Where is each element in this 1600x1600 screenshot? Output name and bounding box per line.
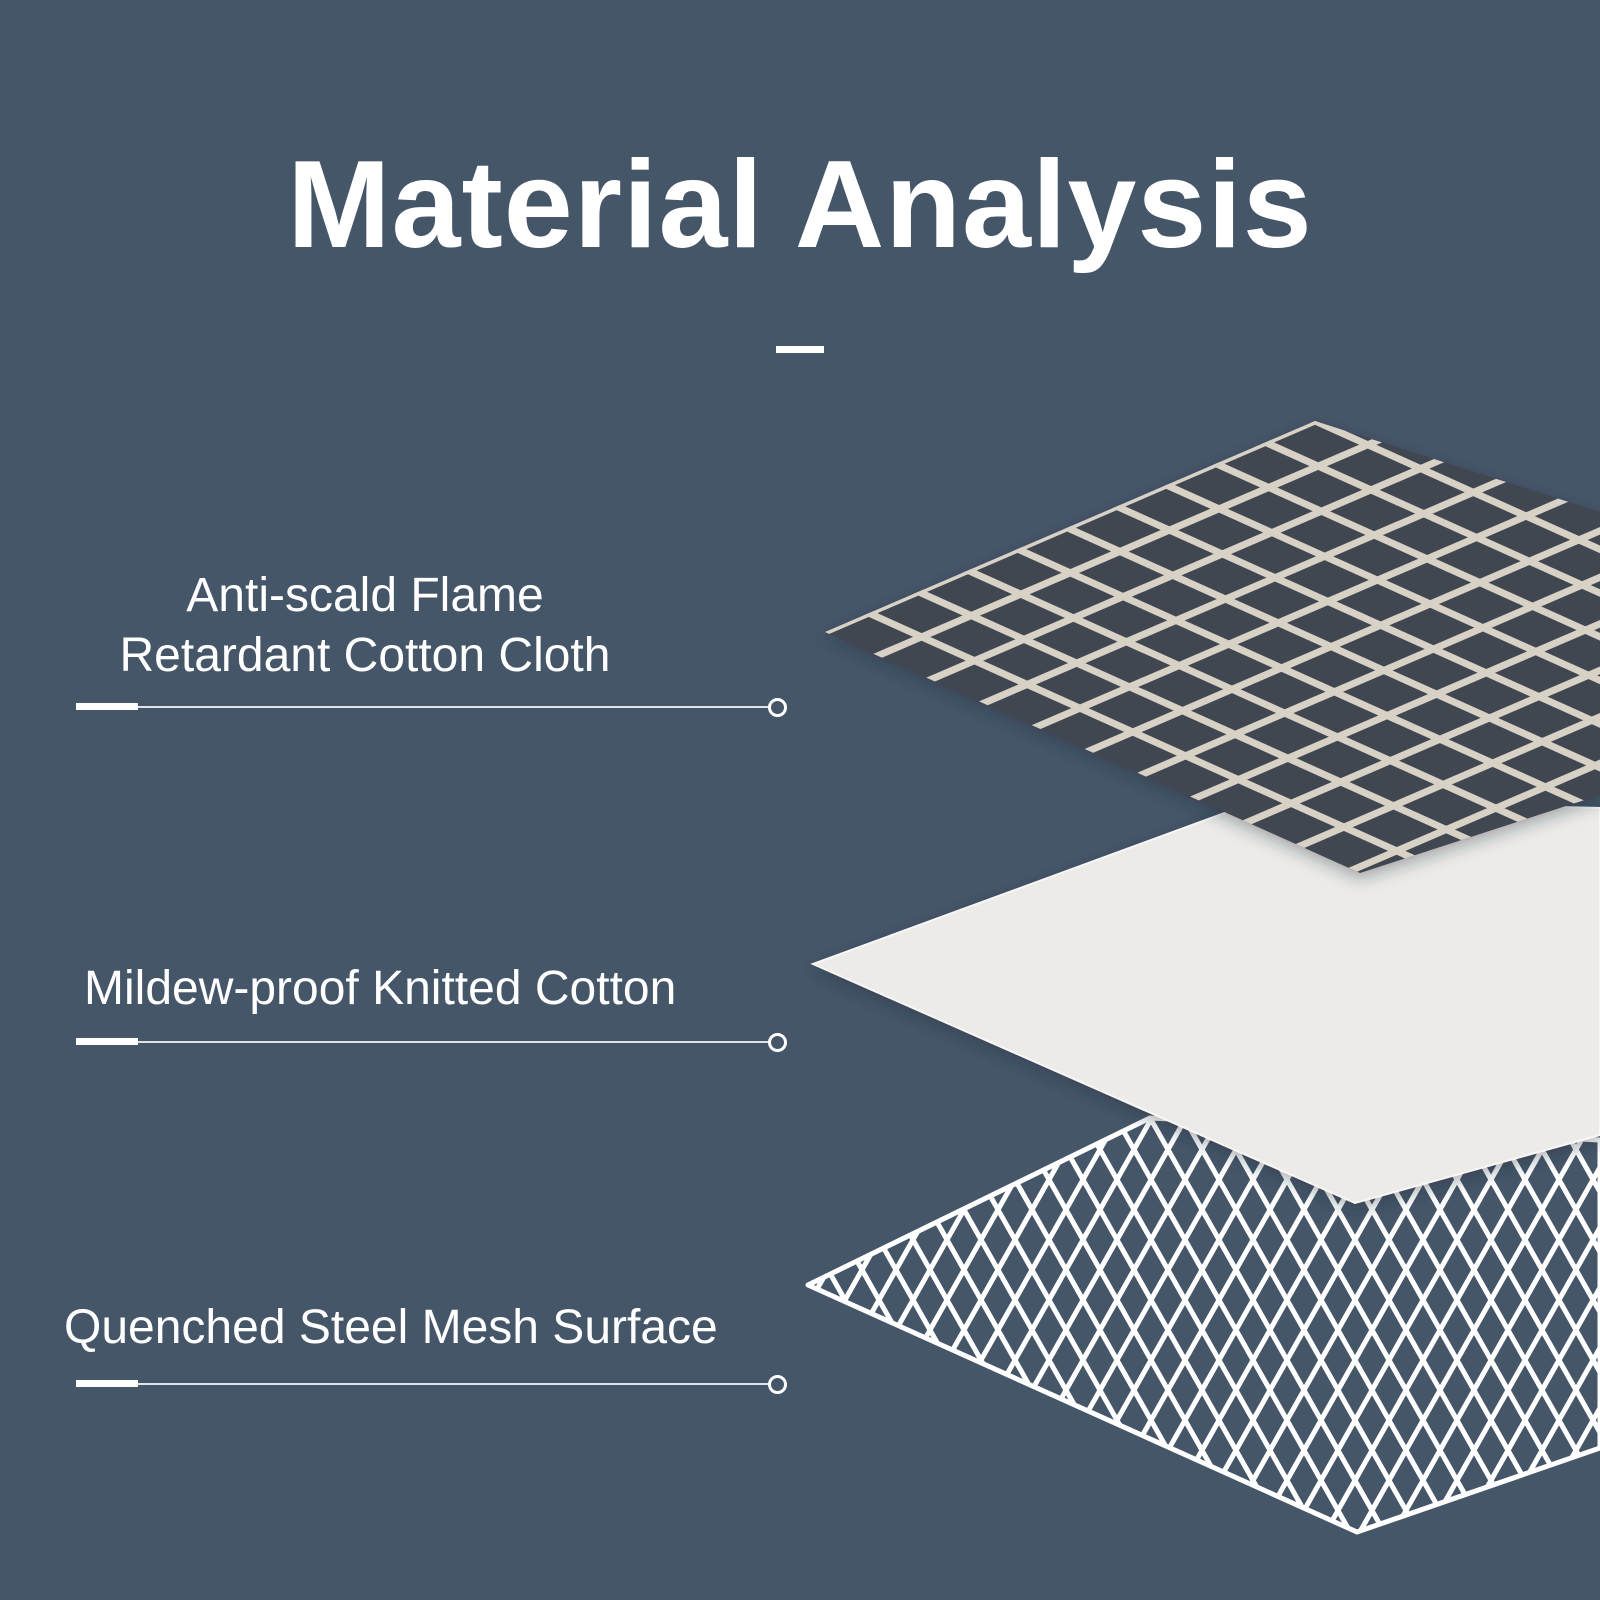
cloth-grid-line — [825, 421, 1600, 873]
mesh-wire-line — [1307, 1118, 1573, 1532]
leader-end-circle-icon — [768, 1033, 787, 1052]
mesh-wire-line — [1273, 1118, 1539, 1532]
layer-label-steel-mesh: Quenched Steel Mesh Surface — [64, 1301, 718, 1354]
mesh-wire-line — [899, 1118, 1165, 1532]
mesh-wire-line — [808, 1118, 1029, 1532]
mesh-wire-line — [808, 1118, 1029, 1532]
mesh-wire-line — [1409, 1118, 1600, 1532]
mesh-wire-line — [831, 1118, 1097, 1532]
leader-end-circle-icon — [768, 698, 787, 717]
leader-line-knitted-cotton — [76, 1033, 787, 1052]
page-title: Material Analysis — [287, 136, 1313, 274]
layer-label-line-2: Retardant Cotton Cloth — [119, 629, 611, 682]
title-underline-dash — [776, 346, 824, 353]
leader-line — [76, 1041, 770, 1043]
leader-line — [76, 1383, 770, 1385]
leader-end-circle-icon — [768, 1375, 787, 1394]
leader-accent-bar — [76, 1038, 138, 1045]
leader-line-steel-mesh — [76, 1375, 787, 1394]
leader-accent-bar — [76, 703, 138, 710]
mesh-wire-line — [967, 1118, 1233, 1532]
leader-line — [76, 706, 770, 708]
mesh-wire-line — [0, 1100, 40, 1560]
leader-accent-bar — [76, 1380, 138, 1387]
mesh-wire-line — [808, 1118, 1063, 1532]
mesh-wire-line — [1375, 1118, 1600, 1532]
mesh-wire-line — [1511, 1118, 1600, 1532]
mesh-wire-line — [0, 1100, 6, 1560]
mesh-wire-line — [1239, 1118, 1505, 1532]
mesh-wire-line — [933, 1118, 1199, 1532]
mesh-wire-line — [1477, 1118, 1600, 1532]
mesh-wire-line — [1443, 1118, 1600, 1532]
mesh-wire-line — [1341, 1118, 1600, 1532]
layer-label-knitted-cotton: Mildew-proof Knitted Cotton — [84, 962, 677, 1015]
leader-line-flame-retardant-cloth — [76, 698, 787, 717]
layer-label-line-1: Anti-scald Flame — [186, 569, 544, 622]
mesh-wire-line — [0, 1100, 40, 1560]
mesh-wire-line — [0, 1100, 6, 1560]
mesh-wire-line — [1545, 1118, 1600, 1532]
layer-label-flame-retardant-cloth: Anti-scald Flame Retardant Cotton Cloth — [70, 566, 660, 686]
